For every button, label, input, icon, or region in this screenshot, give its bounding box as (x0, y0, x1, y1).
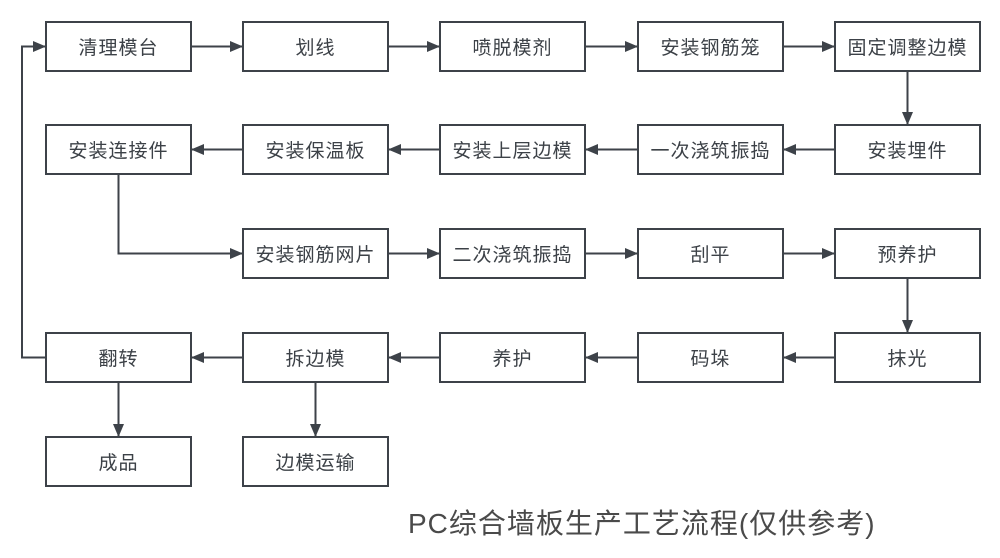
node-label: 拆边模 (285, 349, 346, 370)
node-pre-curing: 预养护 (834, 228, 981, 279)
node-spray-release-agent: 喷脱模剂 (439, 21, 586, 72)
node-label: 划线 (295, 38, 336, 59)
node-label: 翻转 (98, 349, 139, 370)
node-label: 清理模台 (78, 38, 159, 59)
node-label: 固定调整边模 (847, 38, 968, 59)
node-remove-side-mold: 拆边模 (242, 332, 389, 383)
node-marking: 划线 (242, 21, 389, 72)
node-side-mold-transport: 边模运输 (242, 436, 389, 487)
node-label: 预养护 (877, 245, 938, 266)
node-label: 抹光 (887, 349, 928, 370)
node-second-pour-vibrate: 二次浇筑振捣 (439, 228, 586, 279)
node-install-rebar-cage: 安装钢筋笼 (637, 21, 784, 72)
node-install-rebar-mesh: 安装钢筋网片 (242, 228, 389, 279)
node-screeding: 刮平 (637, 228, 784, 279)
arrow-flipping-to-clean-feedback (21, 41, 46, 359)
node-troweling: 抹光 (834, 332, 981, 383)
node-label: 二次浇筑振捣 (452, 245, 573, 266)
node-label: 安装钢筋网片 (255, 245, 376, 266)
node-flipping: 翻转 (45, 332, 192, 383)
node-install-insulation-board: 安装保温板 (242, 124, 389, 175)
node-label: 成品 (98, 453, 139, 474)
node-install-connectors: 安装连接件 (45, 124, 192, 175)
node-label: 安装钢筋笼 (660, 38, 761, 59)
node-finished-product: 成品 (45, 436, 192, 487)
node-label: 安装保温板 (265, 141, 366, 162)
node-label: 边模运输 (275, 453, 356, 474)
node-first-pour-vibrate: 一次浇筑振捣 (637, 124, 784, 175)
node-install-upper-side-mold: 安装上层边模 (439, 124, 586, 175)
node-label: 码垛 (690, 349, 731, 370)
node-fix-adjust-side-mold: 固定调整边模 (834, 21, 981, 72)
node-curing: 养护 (439, 332, 586, 383)
diagram-title: PC综合墙板生产工艺流程(仅供参考) (408, 508, 876, 539)
node-label: 养护 (492, 349, 533, 370)
node-install-embedded-parts: 安装埋件 (834, 124, 981, 175)
node-label: 一次浇筑振捣 (650, 141, 771, 162)
node-label: 安装埋件 (867, 141, 948, 162)
node-label: 刮平 (690, 245, 731, 266)
node-label: 安装连接件 (68, 141, 169, 162)
arrow-connectors-to-rebar-mesh (117, 175, 243, 259)
node-label: 喷脱模剂 (472, 38, 553, 59)
node-clean-mold-table: 清理模台 (45, 21, 192, 72)
node-label: 安装上层边模 (452, 141, 573, 162)
node-stacking: 码垛 (637, 332, 784, 383)
